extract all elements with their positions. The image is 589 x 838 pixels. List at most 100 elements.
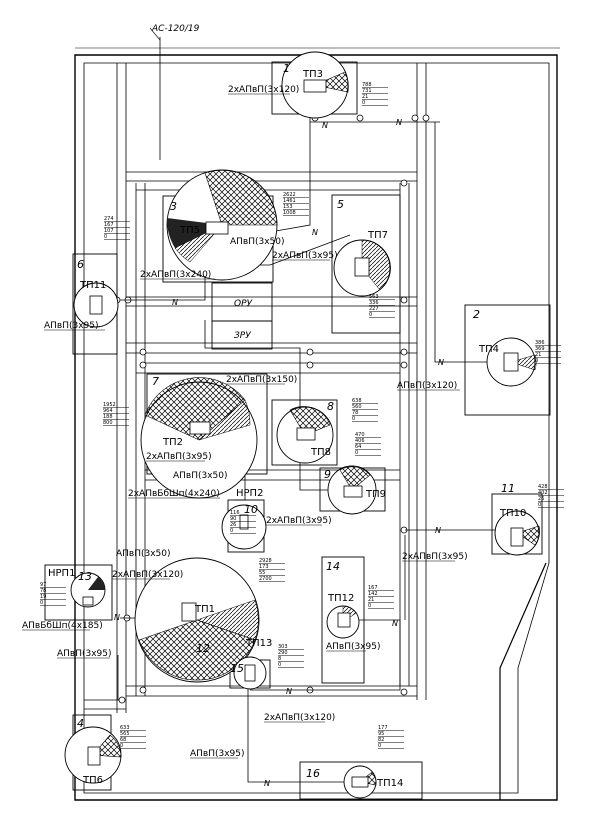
tp8-label: ТП8 [310,447,331,458]
overhead-line-label: АС-120/19 [151,24,200,34]
svg-text:14: 14 [326,560,340,573]
tp4-label: ТП4 [478,344,499,355]
road-nodes [113,114,430,704]
tp7-label: ТП7 [367,230,388,241]
nrp2-cable: 2хАПвБбШп(4х240) [128,489,220,499]
svg-text:16: 16 [306,767,320,780]
zru-building: ЗРУ [211,320,273,350]
tp2-label: ТП2 [162,437,183,448]
tp14-cable: АПвП(3х95) [190,749,245,759]
tp2-circle [140,377,258,499]
tp2-load-value: 964 [103,408,113,414]
tp12-load-value: 167 [368,585,378,591]
tp13-load-value: 303 [278,644,288,650]
tp14-load-value: 0 [378,743,381,749]
tp11-load-value: 167 [104,222,114,228]
tp1-load-value: 2700 [259,576,272,582]
nrp2-load-value: 90 [230,516,236,522]
nrp1-label: НРП1 [48,568,75,579]
tp2-cable: 2хАПвП(3х95) [146,452,212,462]
svg-text:N: N [392,619,398,628]
tp2-load-value: 800 [103,420,113,426]
tp6-cable: АПвП(3х95) [57,649,112,659]
tp10-load-value: 402 [538,490,548,496]
svg-text:13: 13 [78,570,92,583]
svg-text:8: 8 [327,400,334,413]
nrp1-cable: АПвБбШп(4х185) [22,621,103,631]
cable-labels: 2хАПвП(3х120) АПвП(3х120) 2хАПвП(3х240) … [22,85,468,759]
substation-labels: ТП3 ТП4 ТП5 ТП7 ТП11 ТП2 ТП8 ТП9 ТП10 ТП… [48,69,526,789]
nrp2-load-value: 0 [230,528,233,534]
svg-text:9: 9 [324,468,331,481]
tp5-load-value: 153 [283,204,293,210]
tp13-label: ТП13 [245,638,272,649]
tp12-load-value: 0 [368,603,371,609]
tp14-load-value: 177 [378,725,388,731]
site-boundary [74,47,560,801]
svg-text:7: 7 [152,375,159,388]
svg-text:6: 6 [77,258,84,271]
tp7-cable: 2хАПвП(3х95) [272,251,338,261]
tp8-load-value: 0 [352,416,355,422]
tp14-load-value: 82 [378,737,384,743]
tp6-load-value: 633 [120,725,130,731]
tp6-label: ТП6 [82,775,103,786]
svg-text:ОРУ: ОРУ [234,299,253,309]
svg-text:N: N [435,526,441,535]
tp4-cable: АПвП(3х120) [397,381,457,391]
tp14-load-value: 95 [378,731,384,737]
tp1-load-value: 173 [259,564,269,570]
svg-text:2: 2 [473,308,480,321]
tp9-load-value: 64 [355,444,361,450]
tp10-load-value: 26 [538,496,544,502]
tp5-cable: 2хАПвП(3х240) [140,270,211,280]
tp10-cable: 2хАПвП(3х95) [402,552,468,562]
tp12-label: ТП12 [327,593,354,604]
tp1-label: ТП1 [194,604,215,615]
tp12-load-value: 21 [368,597,374,603]
tp10-load-value: 0 [538,502,541,508]
tp12-load-value: 142 [368,591,378,597]
tp10-load-value: 428 [538,484,548,490]
tp13-load-value: 290 [278,650,288,656]
tp8-load-value: 78 [352,410,358,416]
tp14-label: ТП14 [376,778,403,789]
tp11-load-value: 0 [104,234,107,240]
svg-text:N: N [114,613,120,622]
tp9-label: ТП9 [365,489,386,500]
tp5-load-value: 1461 [283,198,296,204]
tp8-load-value: 638 [352,398,362,404]
tp4-load-value: 369 [535,346,545,352]
nrp2-load-value: 116 [230,510,240,516]
tp9-load-value: 0 [355,450,358,456]
tp2-load-value: 1952 [103,402,116,408]
tp7-load-value: 336 [369,300,379,306]
tp3-load-value: 21 [362,94,368,100]
oru-building: ОРУ [211,282,273,322]
tp12-cable: АПвП(3х95) [326,642,381,652]
svg-text:ЗРУ: ЗРУ [234,331,251,341]
zone-numbers: 1 2 3 5 6 7 8 9 11 12 14 15 4 16 10 13 [77,62,515,780]
tp5-load-value: 2622 [283,192,296,198]
nrp1-load-value: 97 [40,582,46,588]
svg-text:N: N [396,118,402,127]
svg-text:N: N [322,121,328,130]
tp11-load-value: 107 [104,228,114,234]
svg-text:N: N [286,687,292,696]
overhead-line: АС-120/19 [149,24,200,160]
svg-text:3: 3 [170,200,177,213]
tp5-load-value: 1008 [283,210,296,216]
svg-text:10: 10 [244,503,258,516]
tp8-cable: 2хАПвП(3х150) [226,375,297,385]
tp7-load-value: 227 [369,306,379,312]
